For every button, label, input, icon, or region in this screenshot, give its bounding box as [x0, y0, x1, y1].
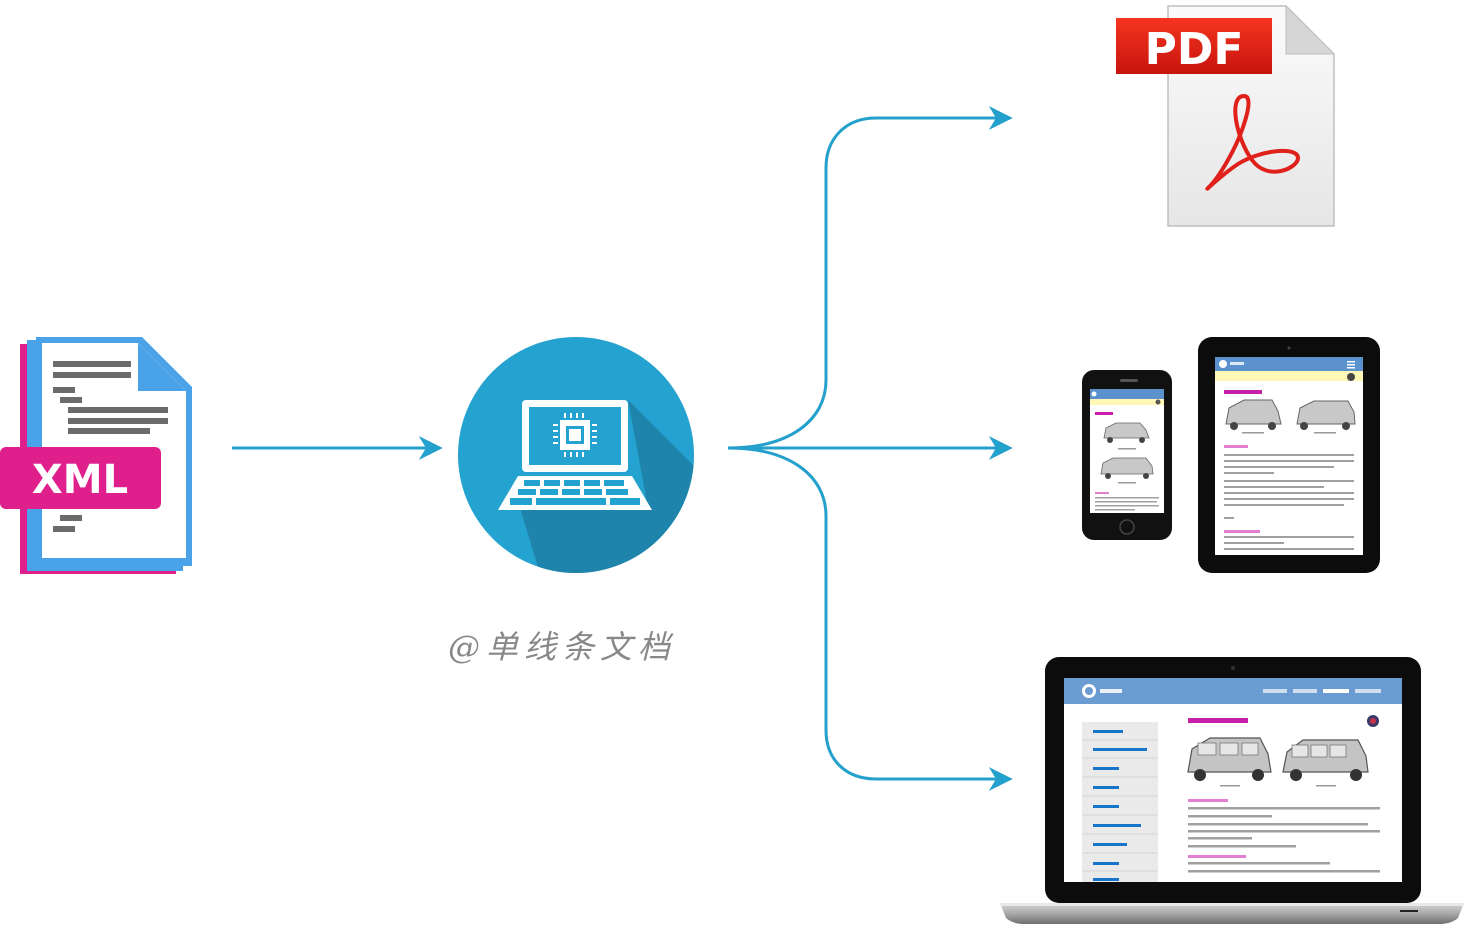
laptop-base [1000, 903, 1464, 924]
site-nav-item [1263, 689, 1287, 693]
watermark-text: @单线条文档 [448, 628, 677, 666]
laptop-device [1000, 657, 1464, 924]
phone-home-button [1119, 519, 1135, 535]
xml-badge-label: XML [32, 457, 128, 503]
tablet-car-image-2 [1296, 400, 1356, 430]
xml-file-icon: XML [0, 337, 192, 574]
tablet-car-image-1 [1225, 399, 1282, 430]
site-nav-item [1355, 689, 1381, 693]
site-nav-item-active [1323, 689, 1349, 693]
phone-car-image-2 [1100, 457, 1154, 479]
arrow-to-pdf [727, 106, 1013, 450]
laptop-car-image-1 [1187, 737, 1272, 781]
tablet-device [1198, 337, 1380, 573]
processor-laptop-icon [458, 337, 694, 573]
chip-icon [553, 413, 597, 457]
arrow-to-desktop [727, 446, 1013, 791]
pdf-badge [1116, 18, 1272, 74]
pdf-file-icon: PDF [1116, 4, 1336, 227]
acrobat-logo-icon [1205, 94, 1300, 191]
keyboard-icon [498, 476, 652, 510]
laptop-car-image-2 [1282, 739, 1369, 781]
pdf-badge-label: PDF [1145, 24, 1244, 75]
site-nav-item [1293, 689, 1317, 693]
phone-screen [1090, 389, 1164, 513]
xml-badge [0, 447, 161, 509]
phone-device [1082, 370, 1172, 540]
xml-text-lines [53, 361, 168, 532]
phone-car-image-1 [1103, 422, 1150, 443]
site-sidebar [1082, 722, 1158, 882]
flow-arrows [232, 106, 1013, 791]
